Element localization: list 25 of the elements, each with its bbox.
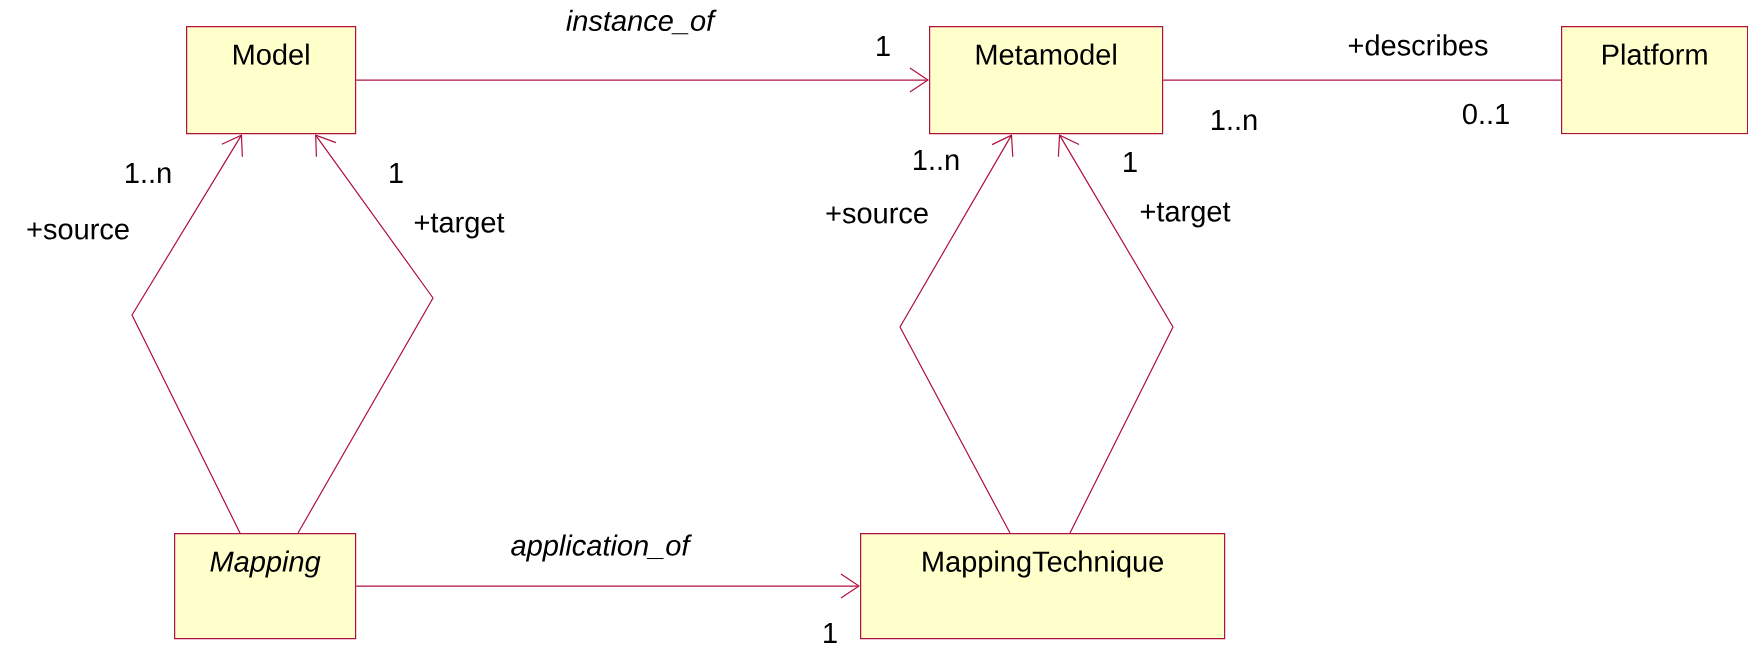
- association-arrow: [131, 134, 243, 534]
- association-arrow: [297, 134, 434, 534]
- multiplicity-label: 1..n: [914, 150, 959, 170]
- edge-label: +describes: [1348, 34, 1488, 56]
- class-box: Mapping: [174, 533, 357, 640]
- multiplicity-label: 1: [824, 623, 837, 643]
- multiplicity-label: 1: [877, 36, 890, 56]
- multiplicity-label: +source: [826, 206, 928, 224]
- edge-label: instance_of: [566, 9, 717, 35]
- multiplicity-label: +target: [414, 213, 505, 239]
- association-arrow: [355, 573, 860, 599]
- class-box: Metamodel: [929, 26, 1164, 135]
- multiplicity-label: 1: [390, 163, 403, 183]
- edge-label: application_of: [511, 534, 692, 562]
- association-arrow: [1057, 134, 1174, 534]
- class-box: Model: [186, 26, 357, 135]
- multiplicity-label: 1..n: [126, 163, 171, 183]
- multiplicity-label: +source: [27, 222, 129, 240]
- class-box: MappingTechnique: [860, 533, 1226, 640]
- multiplicity-label: 0..1: [1462, 103, 1509, 125]
- association-arrow: [899, 134, 1014, 534]
- association-arrow: [355, 67, 929, 93]
- multiplicity-label: 1..n: [1212, 110, 1257, 130]
- multiplicity-label: +target: [1140, 202, 1231, 228]
- class-box: Platform: [1561, 26, 1748, 135]
